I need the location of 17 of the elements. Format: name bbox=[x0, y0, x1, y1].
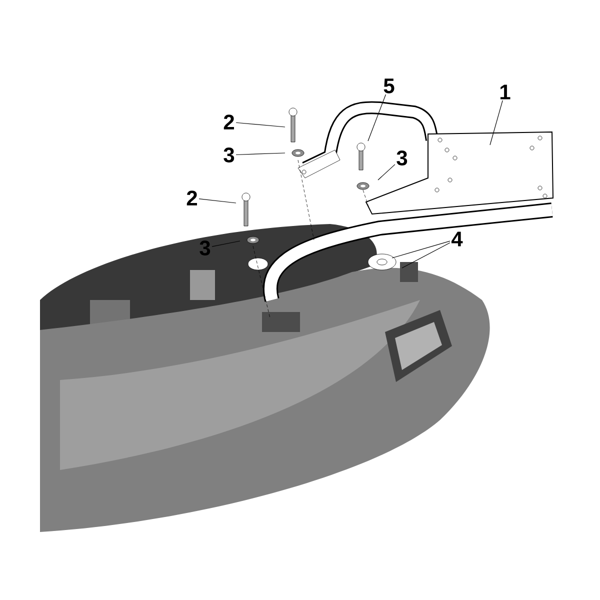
callout-number: 3 bbox=[396, 150, 408, 166]
callout-number: 4 bbox=[451, 232, 463, 246]
callout-number: 2 bbox=[186, 190, 197, 206]
leader-line bbox=[378, 164, 396, 180]
leader-line bbox=[236, 152, 286, 156]
leader-line bbox=[212, 240, 240, 247]
callout-number: 3 bbox=[224, 148, 234, 162]
leader-line bbox=[392, 240, 450, 258]
callout-number: 2 bbox=[224, 114, 234, 130]
callout-number: 1 bbox=[500, 84, 510, 100]
leader-line bbox=[236, 122, 286, 128]
callout-number: 5 bbox=[384, 78, 394, 94]
leader-line bbox=[402, 242, 450, 268]
callout-number: 3 bbox=[200, 240, 210, 256]
leader-line bbox=[368, 94, 386, 142]
leader-line bbox=[198, 198, 236, 204]
leader-line bbox=[490, 100, 503, 146]
